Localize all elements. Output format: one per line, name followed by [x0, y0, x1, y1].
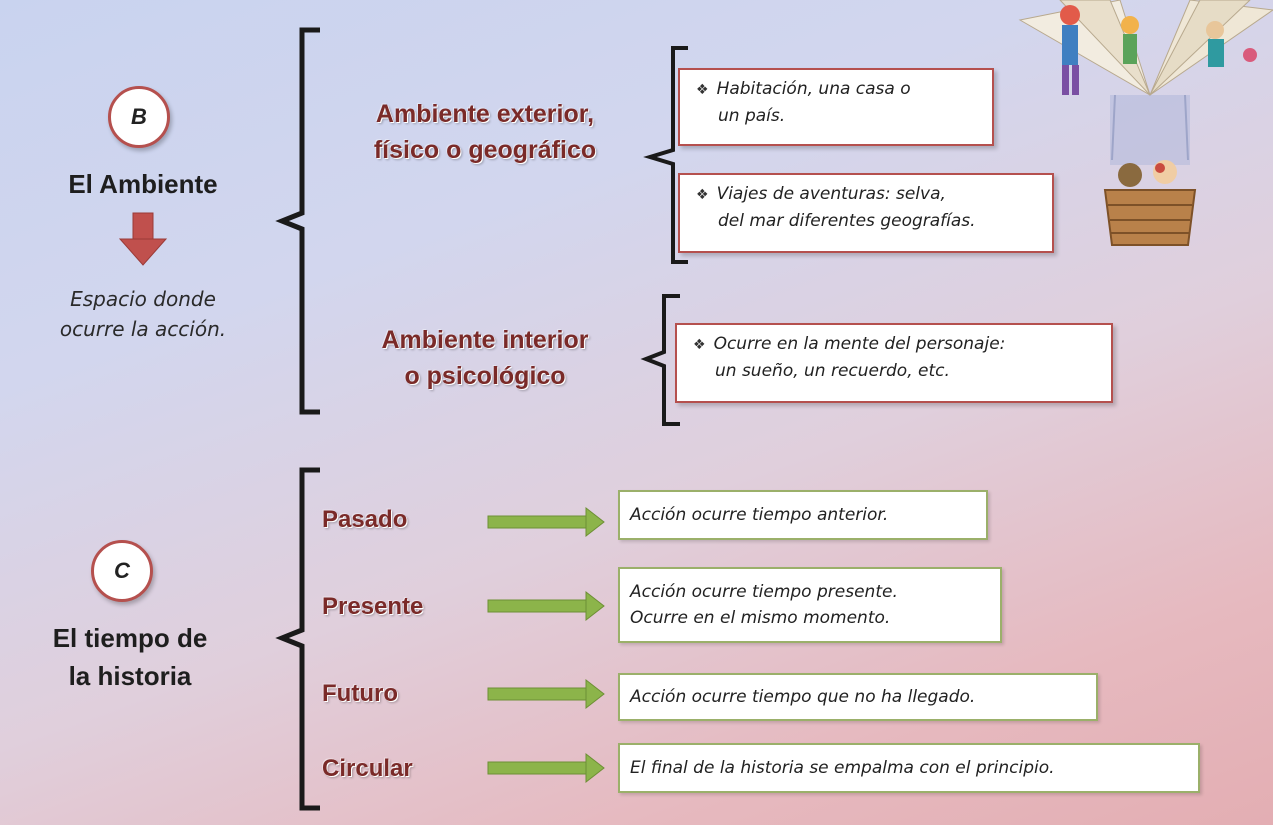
section-b-letter: B: [131, 104, 147, 129]
section-c-title: El tiempo de la historia: [20, 620, 240, 695]
interior-item-1: ❖ Ocurre en la mente del personaje: un su…: [675, 323, 1113, 403]
tiempo-box-pasado: Acción ocurre tiempo anterior.: [618, 490, 988, 540]
section-c-letter: C: [114, 558, 130, 583]
tiempo-text: Acción ocurre tiempo anterior.: [630, 504, 889, 525]
label-line: Ambiente interior: [381, 326, 589, 354]
bullet-icon: ❖: [696, 82, 709, 98]
title-line: la historia: [68, 660, 192, 691]
section-c-badge: C: [91, 540, 153, 602]
tiempo-box-futuro: Acción ocurre tiempo que no ha llegado.: [618, 673, 1098, 721]
description-line: ocurre la acción.: [59, 317, 227, 341]
exterior-item-1: ❖ Habitación, una casa o un país.: [678, 68, 994, 146]
section-b-title: El Ambiente: [68, 169, 218, 199]
section-b-badge: B: [108, 86, 170, 148]
exterior-item-2: ❖ Viajes de aventuras: selva, del mar dif…: [678, 173, 1054, 253]
bracket-exterior: [643, 46, 688, 264]
label-line: Ambiente exterior,: [375, 100, 595, 128]
item-text: un país.: [718, 106, 786, 127]
down-arrow-icon: [118, 212, 168, 266]
bullet-icon: ❖: [693, 337, 706, 353]
balloon-book-illustration: [1018, 0, 1273, 246]
tiempo-text: El final de la historia se empalma con e…: [630, 757, 1055, 778]
label-line: físico o geográfico: [373, 136, 597, 165]
bracket-ambiente: [275, 27, 320, 415]
item-text: Ocurre en la mente del personaje:: [713, 334, 1006, 354]
item-text: Viajes de aventuras: selva,: [716, 184, 946, 204]
item-text: Habitación, una casa o: [716, 79, 911, 99]
tiempo-label-presente: Presente: [322, 593, 424, 620]
tiempo-label-pasado: Pasado: [322, 506, 408, 533]
tiempo-box-presente: Acción ocurre tiempo presente. Ocurre en…: [618, 567, 1002, 643]
arrow-circular: [487, 752, 605, 784]
tiempo-box-circular: El final de la historia se empalma con e…: [618, 743, 1200, 793]
item-text: del mar diferentes geografías.: [718, 211, 976, 232]
title-line: El tiempo de: [52, 623, 208, 653]
bullet-icon: ❖: [696, 187, 709, 203]
arrow-futuro: [487, 678, 605, 710]
tiempo-text: Acción ocurre tiempo presente.: [630, 581, 898, 602]
label-line: o psicológico: [404, 362, 566, 391]
tiempo-text: Ocurre en el mismo momento.: [630, 608, 891, 628]
section-b-description: Espacio donde ocurre la acción.: [20, 284, 266, 344]
tiempo-text: Acción ocurre tiempo que no ha llegado.: [630, 686, 976, 707]
ambiente-exterior-label: Ambiente exterior, físico o geográfico: [330, 96, 640, 169]
description-line: Espacio donde: [70, 287, 216, 311]
arrow-presente: [487, 590, 605, 622]
arrow-pasado: [487, 506, 605, 538]
item-text: un sueño, un recuerdo, etc.: [715, 361, 950, 382]
tiempo-label-circular: Circular: [322, 755, 413, 782]
bracket-tiempo: [275, 467, 320, 811]
bracket-interior: [640, 294, 680, 426]
tiempo-label-futuro: Futuro: [322, 680, 398, 707]
ambiente-interior-label: Ambiente interior o psicológico: [330, 322, 640, 395]
